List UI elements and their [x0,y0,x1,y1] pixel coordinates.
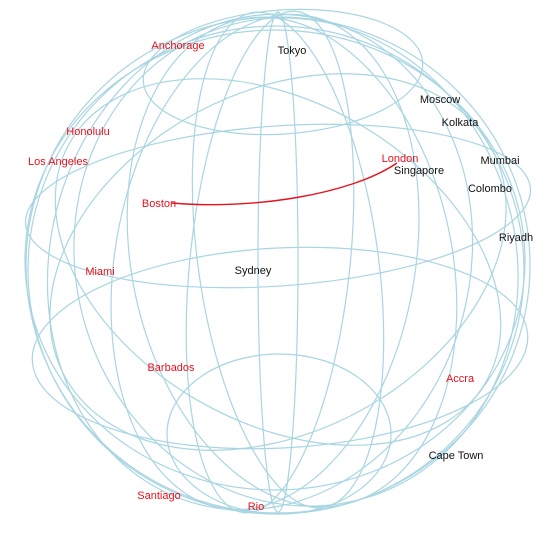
city-label-barbados: Barbados [147,362,195,374]
graticule-line [73,17,519,507]
city-label-rio: Rio [248,501,265,513]
graticule-line [54,78,502,446]
city-label-moscow: Moscow [420,94,460,106]
graticule-line [166,353,392,515]
city-label-colombo: Colombo [468,183,512,195]
graticule-line [126,16,458,508]
city-label-riyadh: Riyadh [499,232,533,244]
city-label-london: London [382,153,419,165]
city-label-honolulu: Honolulu [66,126,109,138]
city-label-mumbai: Mumbai [480,155,519,167]
graticule-line [142,8,424,136]
graticule-line [25,16,531,514]
routes [171,162,398,206]
route-boston-london [171,162,398,206]
city-label-cape-town: Cape Town [429,450,484,462]
city-label-singapore: Singapore [394,165,444,177]
city-label-sydney: Sydney [235,265,272,277]
graticule-line [191,11,385,509]
graticule-line [24,29,526,491]
graticule-line [49,73,507,451]
graticule-line [24,123,532,289]
city-label-santiago: Santiago [137,490,180,502]
city-label-kolkata: Kolkata [442,117,480,129]
city-label-anchorage: Anchorage [151,40,204,52]
city-label-accra: Accra [446,373,475,385]
city-label-miami: Miami [85,266,114,278]
city-label-tokyo: Tokyo [278,45,307,57]
graticule-line [257,11,299,513]
graticule-line [31,246,529,450]
city-label-boston: Boston [142,198,176,210]
city-label-los-angeles: Los Angeles [28,156,88,168]
graticule-line [185,10,355,514]
